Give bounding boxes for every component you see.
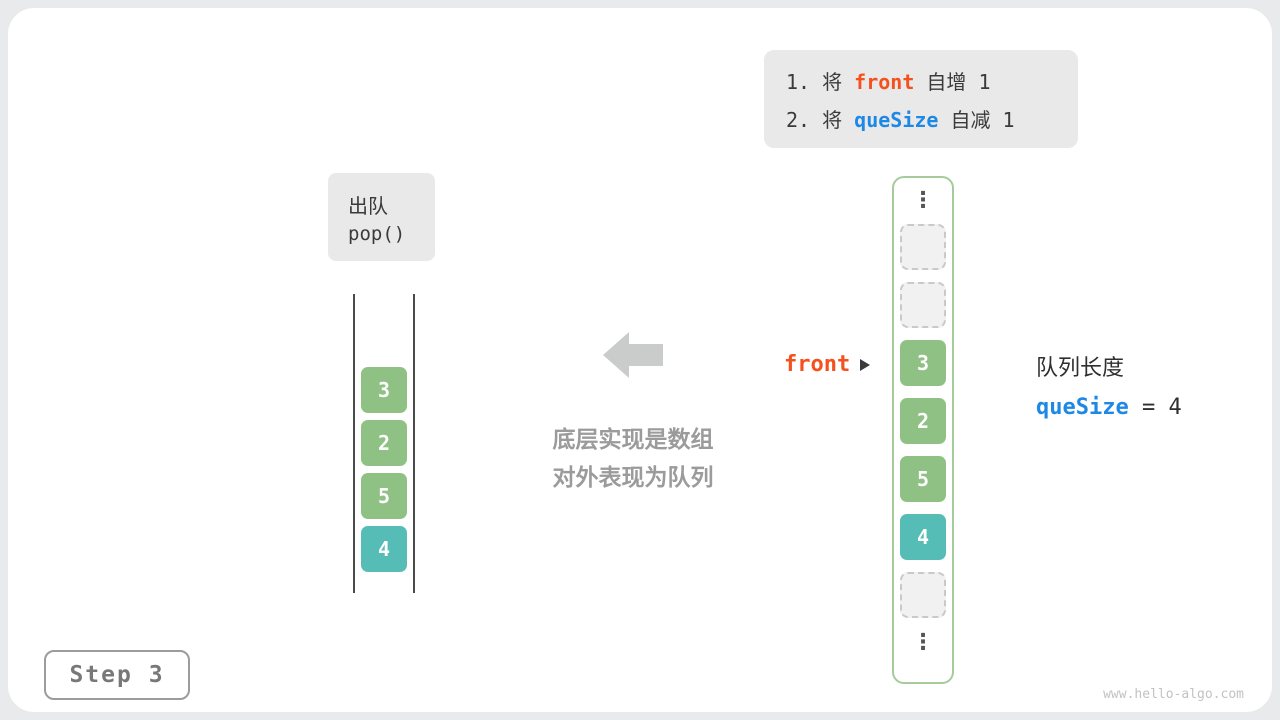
caption-line-1: 底层实现是数组 bbox=[552, 427, 714, 453]
queue-length: 队列长度 queSize = 4 bbox=[1036, 350, 1182, 420]
step-badge: Step 3 bbox=[44, 650, 190, 700]
quesize-var: queSize bbox=[1036, 395, 1129, 420]
array-cell-empty bbox=[900, 572, 946, 618]
instruction-line-2: 2. 将 queSize 自减 1 bbox=[786, 104, 1078, 133]
caption-line-2: 对外表现为队列 bbox=[552, 465, 714, 491]
ellipsis-bottom-icon: ⋮ bbox=[912, 630, 934, 655]
queue-cell: 2 bbox=[361, 420, 407, 466]
watermark: www.hello-algo.com bbox=[1103, 687, 1244, 702]
queue-length-label: 队列长度 bbox=[1036, 356, 1125, 381]
array-cell: 5 bbox=[900, 456, 946, 502]
array-cell-empty bbox=[900, 282, 946, 328]
front-arrow-icon bbox=[860, 358, 871, 371]
queue-cell: 3 bbox=[361, 367, 407, 413]
diagram-card: 1. 将 front 自增 1 2. 将 queSize 自减 1 出队 pop… bbox=[8, 8, 1272, 712]
instruction-text: 自减 1 bbox=[938, 107, 1015, 132]
left-arrow-shaft bbox=[629, 344, 663, 366]
dequeue-title: 出队 bbox=[348, 193, 388, 218]
array-column: ⋮ 3 2 5 4 ⋮ bbox=[892, 176, 954, 684]
front-code: front bbox=[854, 69, 915, 94]
array-cell-highlight: 4 bbox=[900, 514, 946, 560]
quesize-value: queSize = 4 bbox=[1036, 395, 1182, 420]
left-arrow-head bbox=[603, 332, 629, 378]
instruction-text: 自增 1 bbox=[914, 69, 991, 94]
instruction-text: 2. 将 bbox=[786, 107, 855, 132]
array-cell: 2 bbox=[900, 398, 946, 444]
queue-cell: 5 bbox=[361, 473, 407, 519]
instruction-line-1: 1. 将 front 自增 1 bbox=[786, 66, 1078, 95]
front-label: front bbox=[784, 352, 851, 377]
array-cell-empty bbox=[900, 224, 946, 270]
ellipsis-top-icon: ⋮ bbox=[912, 188, 934, 213]
dequeue-box: 出队 pop() bbox=[328, 173, 435, 261]
caption: 底层实现是数组 对外表现为队列 bbox=[508, 421, 758, 497]
quesize-rest: = 4 bbox=[1128, 395, 1182, 420]
quesize-code: queSize bbox=[854, 107, 939, 132]
stack-right-line bbox=[413, 294, 415, 593]
instruction-text: 1. 将 bbox=[786, 69, 855, 94]
stack-left-line bbox=[353, 294, 355, 593]
array-cell: 3 bbox=[900, 340, 946, 386]
pop-code: pop() bbox=[348, 222, 406, 245]
instruction-box: 1. 将 front 自增 1 2. 将 queSize 自减 1 bbox=[764, 50, 1078, 148]
front-pointer: front bbox=[784, 352, 871, 377]
queue-cell-highlight: 4 bbox=[361, 526, 407, 572]
left-arrow-icon bbox=[603, 332, 663, 378]
